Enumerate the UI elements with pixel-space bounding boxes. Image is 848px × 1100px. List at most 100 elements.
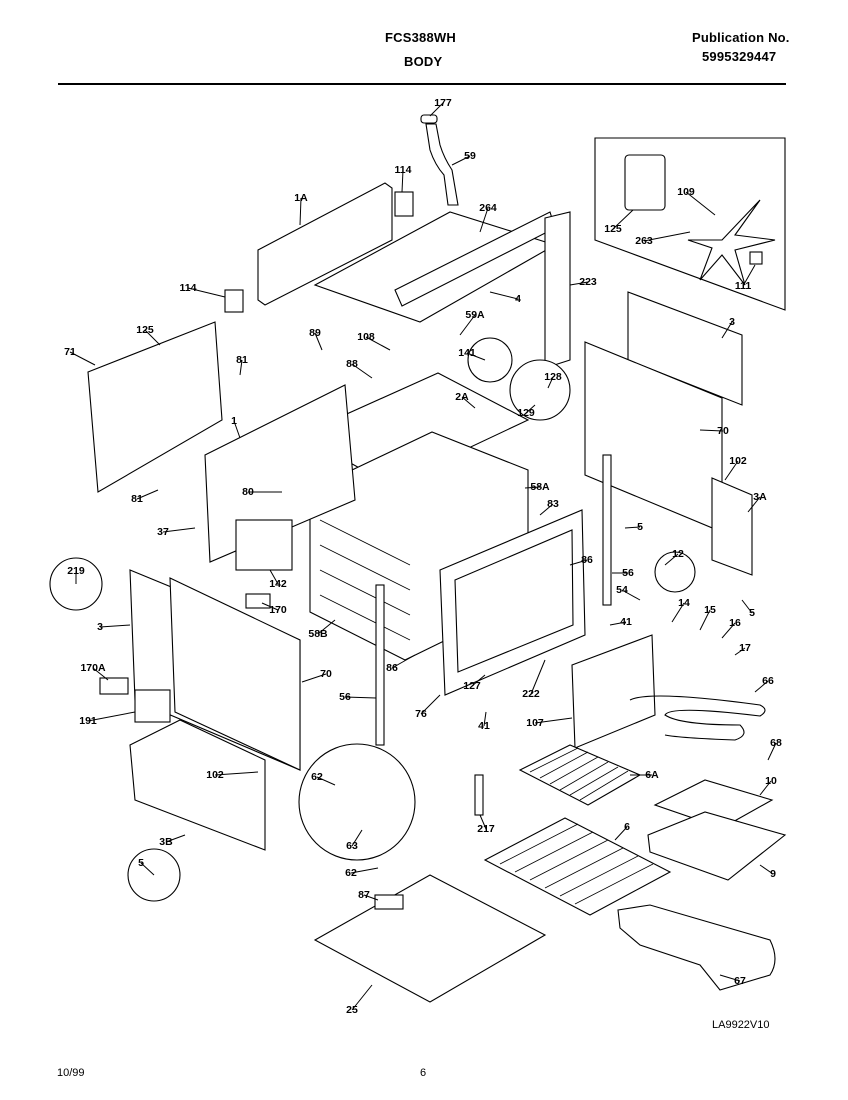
- callout-c263: 263: [635, 235, 653, 247]
- inset-141: [467, 337, 513, 383]
- callout-c89: 89: [309, 327, 321, 339]
- callout-c102b: 102: [206, 769, 224, 781]
- leader-c107: [534, 717, 573, 724]
- callout-c17: 17: [739, 642, 751, 654]
- inset-62-63: [298, 743, 416, 861]
- leader-c63: [351, 829, 363, 847]
- callout-c56a: 56: [622, 567, 634, 579]
- broiler-pan-9: [647, 811, 787, 881]
- leader-c86b: [391, 654, 416, 669]
- fan-inset-frame: [594, 137, 786, 311]
- callout-c76: 76: [415, 708, 427, 720]
- leader-c141: [466, 352, 486, 361]
- leader-c264: [479, 207, 489, 233]
- leader-c71: [69, 351, 96, 366]
- leader-c12: [664, 553, 679, 566]
- callout-c41a: 41: [620, 616, 632, 628]
- leader-c127: [471, 674, 486, 687]
- callout-c59: 59: [464, 150, 476, 162]
- callout-c114b: 114: [180, 282, 197, 294]
- leader-c58B: [317, 619, 336, 635]
- callout-c5c: 5: [138, 857, 144, 869]
- callout-c41b: 41: [478, 720, 490, 732]
- leader-c62a: [316, 776, 336, 786]
- footer-date: 10/99: [57, 1067, 85, 1079]
- callout-c177: 177: [434, 97, 452, 109]
- bracket-142: [235, 519, 293, 571]
- callout-c1: 1: [231, 415, 237, 427]
- callout-c111: 111: [735, 280, 752, 292]
- callout-c81a: 81: [236, 354, 248, 366]
- bracket-114-top: [394, 191, 414, 217]
- leader-c1: [233, 420, 241, 439]
- callout-c3B: 3B: [159, 836, 173, 848]
- leader-c81b: [136, 489, 159, 500]
- leader-c37: [162, 527, 196, 533]
- callout-c58B: 58B: [308, 628, 328, 640]
- broil-element-66: [629, 695, 766, 741]
- leader-c10: [759, 780, 772, 796]
- callout-c109: 109: [677, 186, 695, 198]
- leader-c14: [671, 602, 685, 623]
- callout-c63: 63: [346, 840, 358, 852]
- leader-c263: [643, 231, 691, 242]
- side-trim-223: [544, 211, 571, 369]
- leader-c5a: [624, 526, 641, 529]
- leader-c5c: [140, 862, 155, 876]
- leader-c125a: [612, 209, 634, 230]
- leader-c3b: [99, 624, 131, 628]
- leader-c56b: [344, 696, 377, 699]
- callout-c107: 107: [526, 717, 544, 729]
- strip-56-left: [375, 584, 385, 746]
- leader-c102b: [214, 771, 259, 776]
- rack-6-grid: [499, 823, 654, 905]
- publication-number: 5995329447: [702, 49, 777, 64]
- leader-c16: [721, 622, 736, 639]
- leader-c3B: [165, 834, 186, 843]
- callout-c62a: 62: [311, 771, 323, 783]
- callout-c88: 88: [346, 358, 358, 370]
- callout-c5b: 5: [749, 607, 755, 619]
- leader-c170: [261, 602, 279, 611]
- callout-c125b: 125: [136, 324, 154, 336]
- callout-c219: 219: [67, 565, 85, 577]
- callout-c12: 12: [672, 548, 684, 560]
- fan-nut-111: [749, 251, 763, 265]
- rear-panel-107: [571, 634, 656, 749]
- inset-128-129: [509, 359, 571, 421]
- inset-12: [654, 551, 696, 593]
- callout-c62b: 62: [345, 867, 357, 879]
- rack-6A-grid: [529, 747, 629, 801]
- callout-c66: 66: [762, 675, 774, 687]
- callout-c128: 128: [544, 371, 562, 383]
- footer-drawing-id: LA9922V10: [712, 1019, 770, 1031]
- leader-c70a: [699, 429, 724, 432]
- callout-c170: 170: [269, 604, 287, 616]
- callout-c87: 87: [358, 889, 370, 901]
- leader-c76: [420, 694, 441, 715]
- leader-c222: [530, 659, 546, 695]
- leader-c70b: [301, 673, 327, 683]
- leader-c114a: [401, 169, 404, 193]
- callout-c129: 129: [517, 407, 535, 419]
- leader-c108: [365, 336, 391, 351]
- vent-cap: [420, 114, 438, 124]
- callout-c83: 83: [547, 498, 559, 510]
- vent-tube: [425, 123, 459, 206]
- fan-motor: [624, 154, 666, 211]
- callout-c6A: 6A: [645, 769, 659, 781]
- leader-c3a: [721, 321, 733, 339]
- side-panel-1: [204, 384, 356, 563]
- callout-c71: 71: [64, 346, 76, 358]
- leader-c5b: [741, 599, 753, 614]
- kick-panel-3B: [129, 719, 266, 851]
- back-panel-upper: [257, 182, 393, 306]
- callout-c125a: 125: [604, 223, 622, 235]
- callout-c86a: 86: [581, 554, 593, 566]
- callout-c67: 67: [734, 975, 746, 987]
- cavity-rack-slots: [319, 519, 411, 641]
- callout-c222: 222: [522, 688, 540, 700]
- bracket-114-left: [224, 289, 244, 313]
